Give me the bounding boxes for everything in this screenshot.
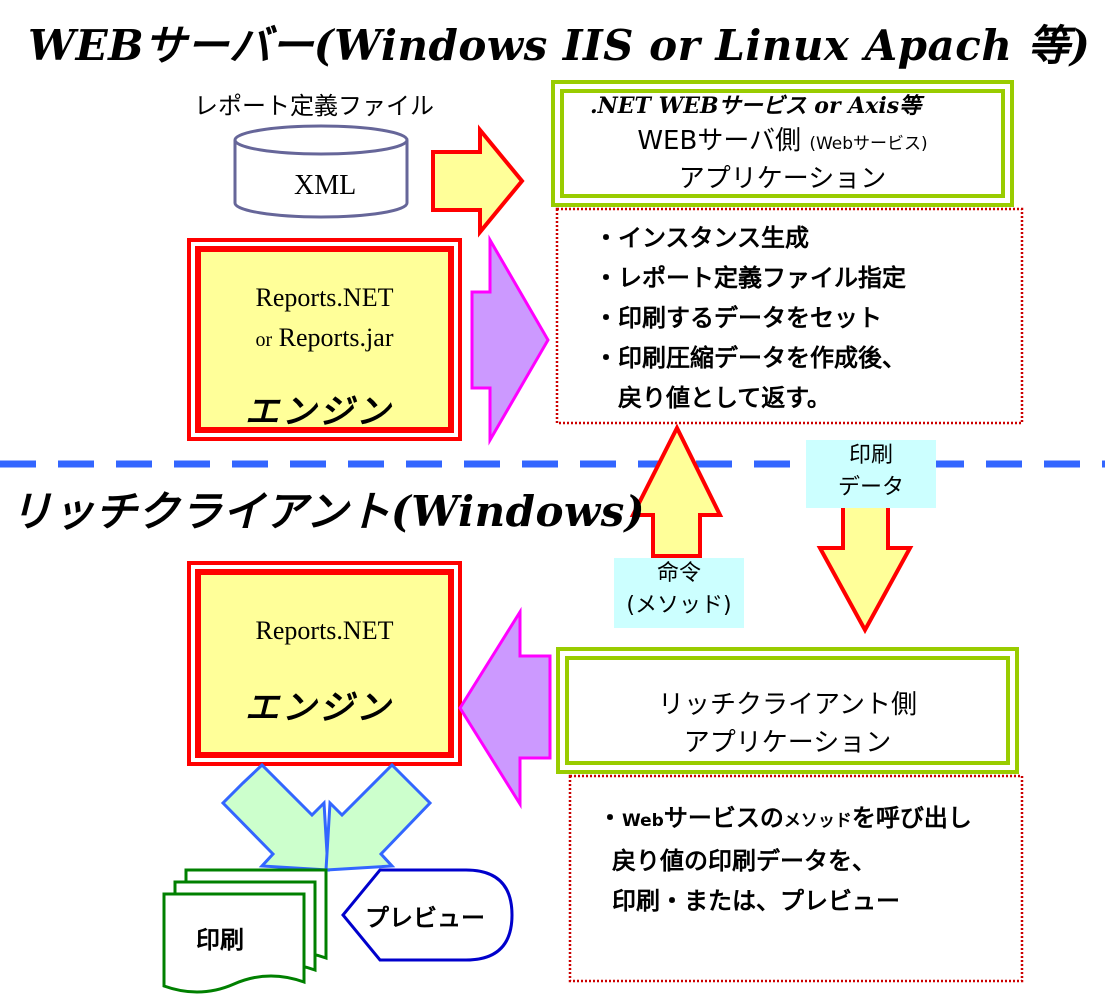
server-engine-name: Reports.NET [255, 283, 394, 312]
preview-label: プレビュー [365, 904, 485, 932]
or-label: or [255, 329, 273, 351]
server-engine-alt-name: or Reports.jar [201, 323, 448, 353]
client-engine-name: Reports.NET [255, 616, 394, 645]
client-step-item: 印刷・または、プレビュー [612, 887, 900, 915]
client-section-heading: リッチクライアント(Windows) [10, 487, 646, 536]
step-item: ・レポート定義ファイル指定 [594, 264, 906, 292]
webserver-side-label: WEBサーバ側 [637, 126, 802, 156]
engine-to-preview-arrow [324, 762, 433, 872]
print-data-line1: 印刷 [848, 443, 893, 468]
definition-file-label: レポート定義ファイル [194, 92, 434, 120]
engine-to-print-arrow [220, 762, 330, 872]
step-item: ・インスタンス生成 [594, 224, 810, 252]
webserver-steps-list: ・インスタンス生成 ・レポート定義ファイル指定 ・印刷するデータをセット ・印刷… [594, 218, 906, 418]
client-steps-box [568, 774, 1024, 983]
client-app-box [556, 647, 1019, 774]
print-data-line2: データ [837, 475, 904, 500]
webservice-small-label: (Webサービス) [809, 134, 928, 154]
client-step-item: ・Webサービスのメソッドを呼び出し [598, 798, 972, 841]
client-step-item: 戻り値の印刷データを、 [612, 847, 876, 875]
client-app-line1: リッチクライアント側 [658, 690, 917, 720]
server-engine-box [187, 238, 462, 441]
preview-display-icon [341, 868, 514, 962]
webserver-steps-box [555, 207, 1024, 425]
method-small: メソッド [783, 811, 852, 831]
web-small: Web [622, 811, 664, 831]
step-item: ・印刷するデータをセット [594, 304, 882, 332]
client-steps-list: ・Webサービスのメソッドを呼び出し 戻り値の印刷データを、 印刷・または、プレ… [598, 798, 972, 921]
step-item: 戻り値として返す。 [594, 384, 831, 412]
webserver-app-box [551, 80, 1014, 207]
xml-label: XML [294, 170, 357, 201]
command-line2: (メソッド) [626, 593, 732, 618]
engine-to-webapp-arrow [470, 234, 550, 446]
bullet: ・ [598, 804, 622, 832]
webservice-title: .NET WEBサービス or Axis等 [590, 93, 922, 119]
print-label: 印刷 [196, 926, 244, 954]
client-engine-label: エンジン [245, 688, 393, 728]
command-tag: 命令 (メソッド) [614, 558, 744, 628]
print-data-tag: 印刷 データ [806, 440, 936, 508]
step-item: ・印刷圧縮データを作成後、 [594, 344, 906, 372]
client-engine-box [187, 561, 462, 766]
jar-name: Reports.jar [278, 323, 394, 352]
client-app-line2: アプリケーション [683, 728, 892, 758]
command-line1: 命令 [656, 561, 701, 586]
xml-database-icon [233, 124, 409, 219]
call-text: を呼び出し [851, 804, 972, 832]
printed-documents-icon [162, 868, 328, 994]
clientapp-to-engine-arrow [458, 606, 552, 810]
service-text: サービスの [663, 804, 784, 832]
command-up-arrow [629, 423, 724, 562]
xml-to-webapp-arrow [431, 124, 525, 238]
webserver-app-line2: アプリケーション [678, 164, 887, 194]
server-engine-label: エンジン [245, 392, 393, 432]
server-section-heading: WEBサーバー(Windows IIS or Linux Apach 等) [28, 21, 1091, 70]
webserver-app-line1: WEBサーバ側 (Webサービス) [564, 120, 1001, 157]
data-down-arrow [816, 488, 914, 635]
